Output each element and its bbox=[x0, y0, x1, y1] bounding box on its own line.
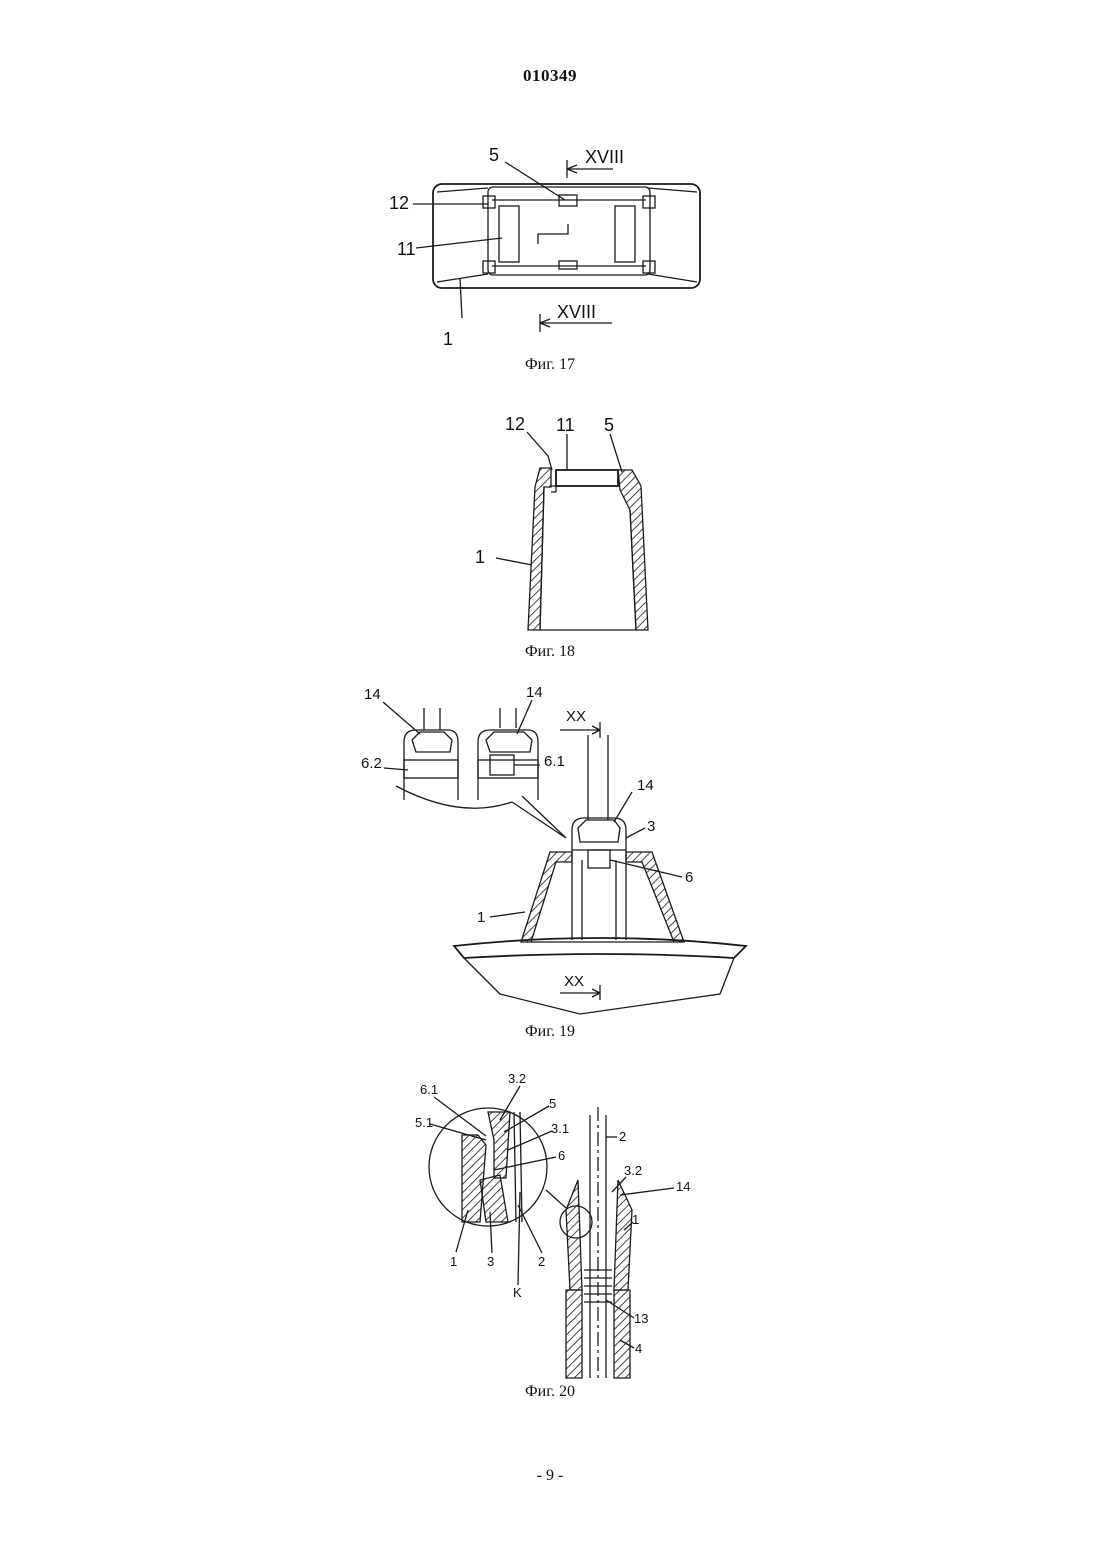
fig20-label-6: 6 bbox=[558, 1148, 565, 1163]
fig20-label-3-1: 3.1 bbox=[551, 1121, 569, 1136]
fig20-label-3-2-detail: 3.2 bbox=[508, 1071, 526, 1086]
fig20-label-5: 5 bbox=[549, 1096, 556, 1111]
fig20-label-2-detail: 2 bbox=[538, 1254, 545, 1269]
fig20-label-1: 1 bbox=[632, 1212, 639, 1227]
fig20-label-1-detail: 1 bbox=[450, 1254, 457, 1269]
fig20-label-5-1: 5.1 bbox=[415, 1115, 433, 1130]
figure-20-drawing: 6.1 3.2 5 5.1 3.1 6 1 3 2 K 2 3.2 14 1 1… bbox=[0, 0, 1100, 1390]
fig20-label-14: 14 bbox=[676, 1179, 690, 1194]
fig20-label-3-detail: 3 bbox=[487, 1254, 494, 1269]
fig20-label-3-2: 3.2 bbox=[624, 1163, 642, 1178]
fig20-label-13: 13 bbox=[634, 1311, 648, 1326]
fig20-label-4: 4 bbox=[635, 1341, 642, 1356]
fig20-label-2: 2 bbox=[619, 1129, 626, 1144]
fig20-label-6-1: 6.1 bbox=[420, 1082, 438, 1097]
page-footer: - 9 - bbox=[0, 1467, 1100, 1485]
fig20-label-k: K bbox=[513, 1285, 522, 1300]
fig20-caption: Фиг. 20 bbox=[0, 1383, 1100, 1401]
